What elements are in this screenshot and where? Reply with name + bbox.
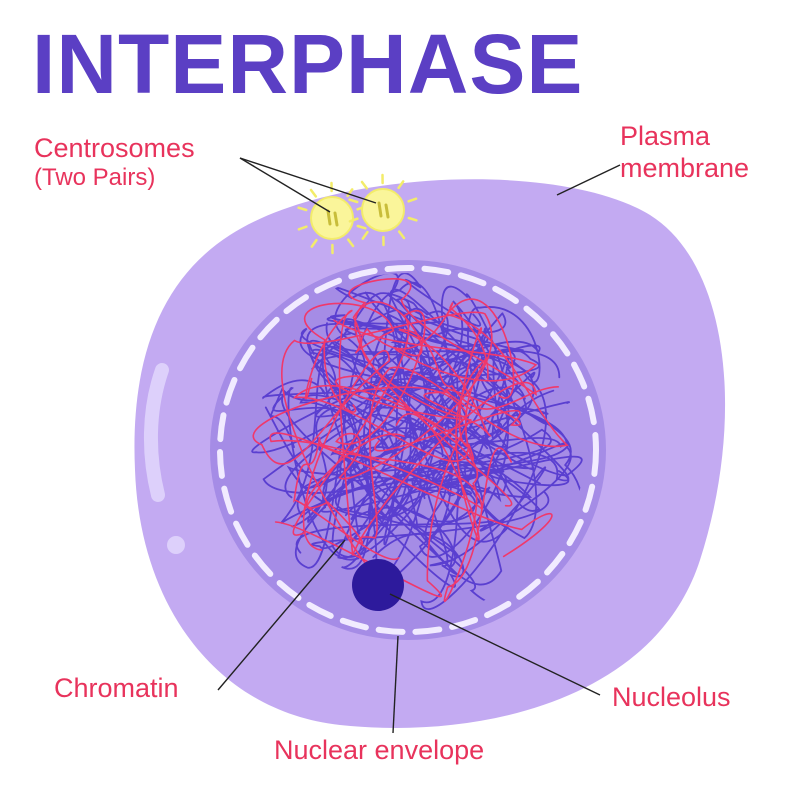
leader-centrosome-1 <box>240 158 330 212</box>
label-chromatin: Chromatin <box>54 672 179 704</box>
label-plasma-membrane: Plasma membrane <box>620 120 749 185</box>
centrosome-ray <box>362 182 367 188</box>
page-title: INTERPHASE <box>32 22 583 106</box>
label-centrosomes: Centrosomes (Two Pairs) <box>34 132 195 193</box>
label-centrosomes-sub: (Two Pairs) <box>34 164 195 193</box>
leader-centrosome-2 <box>240 158 376 203</box>
label-nuclear-envelope: Nuclear envelope <box>274 734 484 766</box>
centrosome-ray <box>311 190 316 196</box>
label-plasma-membrane-line2: membrane <box>620 152 749 184</box>
centriole <box>328 211 330 224</box>
cell-highlight-dot <box>167 536 185 554</box>
centriole <box>335 213 337 225</box>
label-plasma-membrane-line1: Plasma <box>620 120 749 152</box>
label-centrosomes-text: Centrosomes <box>34 133 195 163</box>
leader-plasma-membrane <box>557 165 620 195</box>
centriole <box>379 203 381 216</box>
centrosome <box>362 189 404 231</box>
label-nucleolus: Nucleolus <box>612 681 731 713</box>
nucleolus-shape <box>352 559 404 611</box>
centrosome <box>311 197 353 239</box>
centriole <box>386 205 388 217</box>
